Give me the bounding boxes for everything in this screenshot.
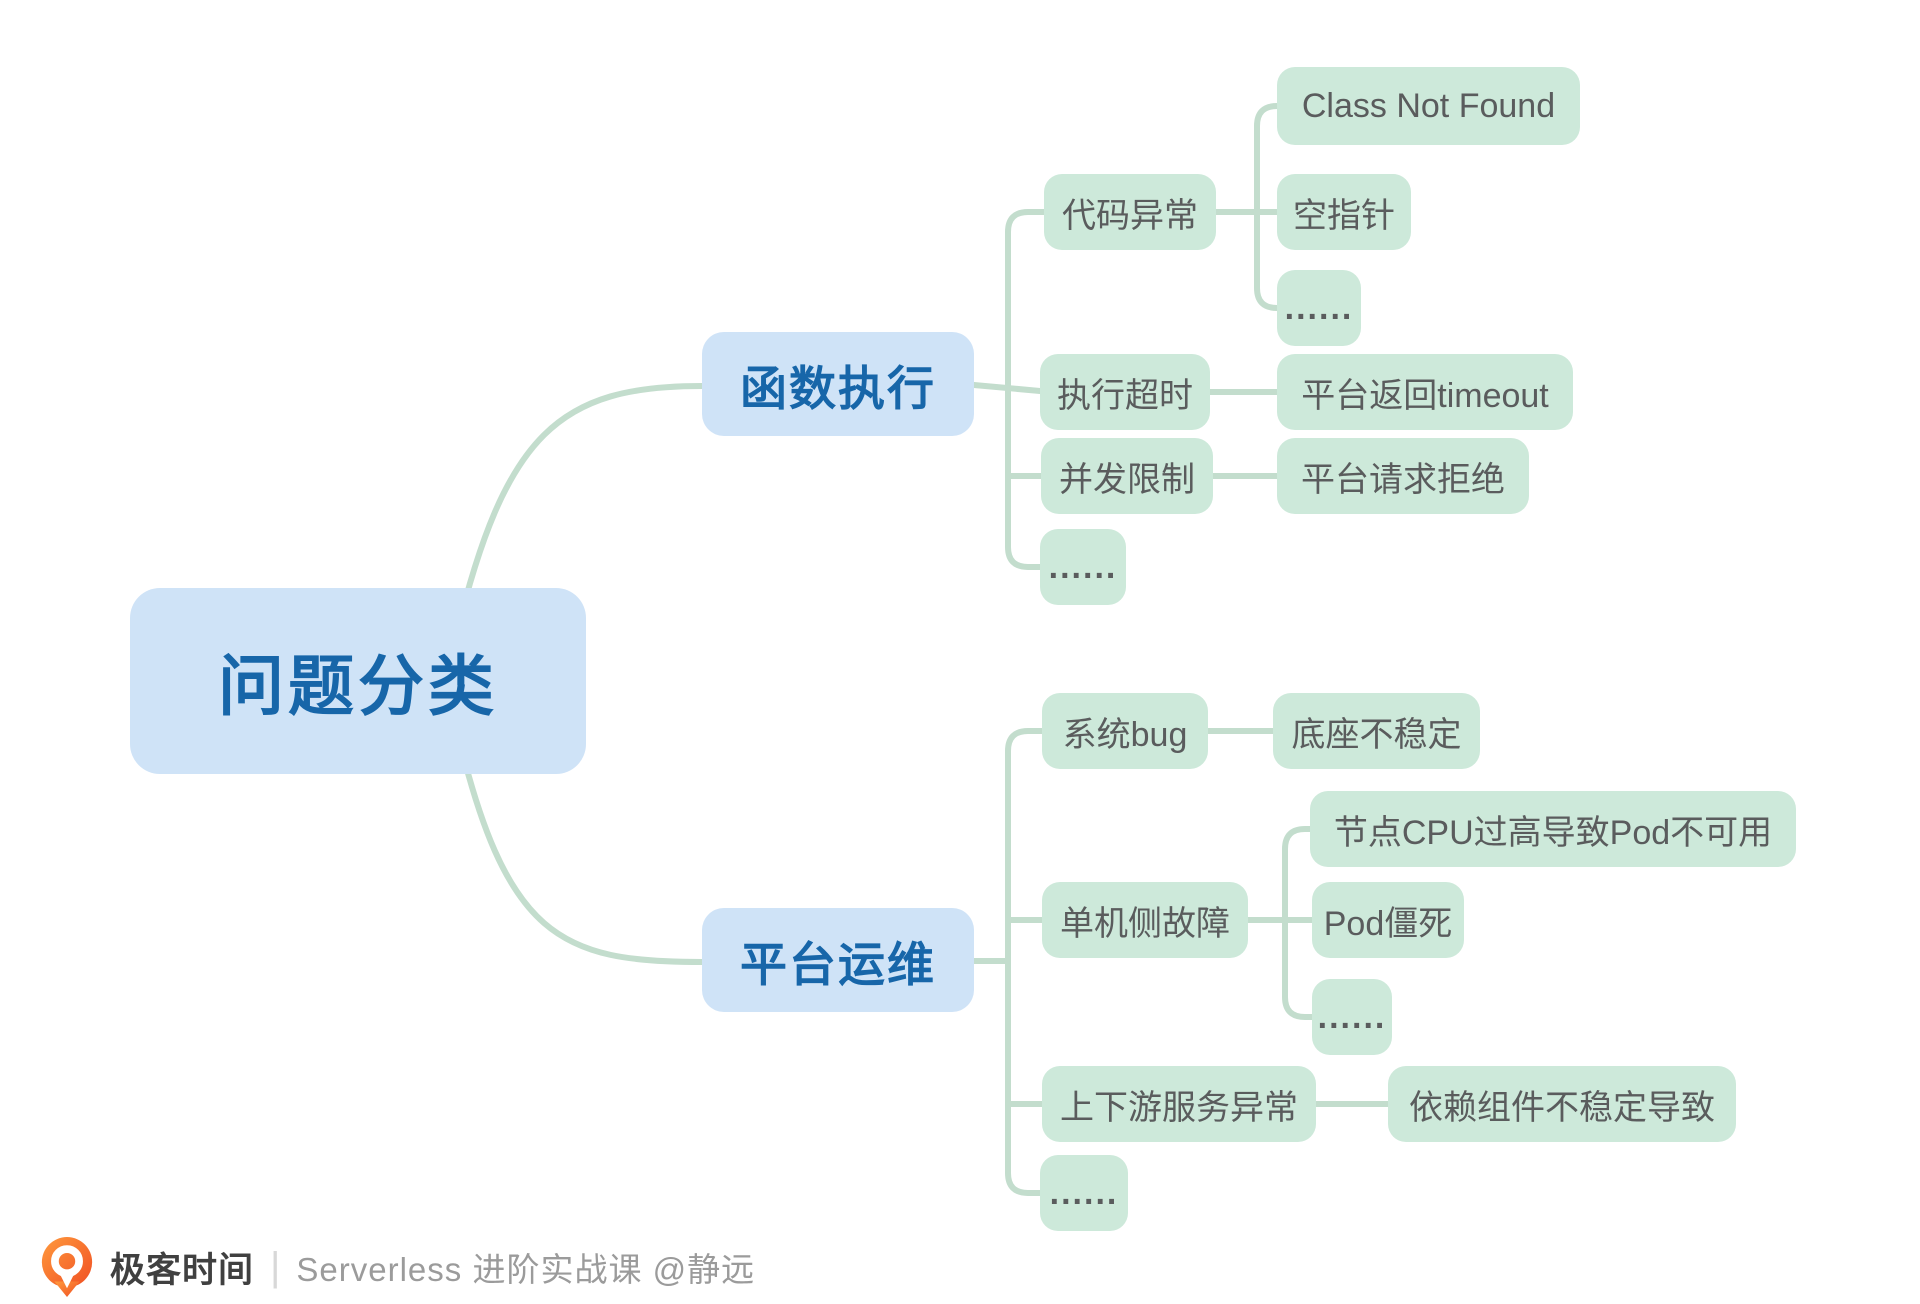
footer-separator: | [270, 1244, 281, 1289]
connector-trunk-platform-ops [1005, 728, 1047, 1196]
node-concurrency-limit: 并发限制 [1041, 438, 1213, 514]
geektime-logo-icon [41, 1237, 93, 1297]
node-ellipsis-code-exception: ...... [1277, 270, 1361, 346]
node-problem-classification: 问题分类 [130, 588, 586, 774]
node-ellipsis-function-execution: ...... [1040, 529, 1126, 605]
node-pod-zombie: Pod僵死 [1312, 882, 1464, 958]
connector-trunk-code-exception [1254, 103, 1282, 311]
node-exec-timeout: 执行超时 [1040, 354, 1210, 430]
node-ellipsis-single-machine: ...... [1312, 979, 1392, 1055]
connector-trunk-single-machine-fault [1282, 826, 1316, 1020]
node-platform-request-rejected: 平台请求拒绝 [1277, 438, 1529, 514]
connector-root-to-function-execution [452, 383, 705, 643]
footer-watermark: 极客时间 | Serverless 进阶实战课 @静远 [38, 1236, 755, 1298]
node-null-pointer: 空指针 [1277, 174, 1411, 250]
node-single-machine-fault: 单机侧故障 [1042, 882, 1248, 958]
node-class-not-found: Class Not Found [1277, 67, 1580, 145]
footer-course-label: Serverless 进阶实战课 @静远 [296, 1251, 756, 1288]
node-function-execution: 函数执行 [702, 332, 974, 436]
connector-root-to-platform-ops [452, 719, 705, 965]
node-base-unstable: 底座不稳定 [1273, 693, 1480, 769]
node-platform-returns-timeout: 平台返回timeout [1277, 354, 1573, 430]
footer-brand-label: 极客时间 [110, 1250, 255, 1290]
node-ellipsis-platform-ops: ...... [1040, 1155, 1128, 1231]
node-node-cpu-high-pod-unavailable: 节点CPU过高导致Pod不可用 [1310, 791, 1796, 867]
node-system-bug: 系统bug [1042, 693, 1208, 769]
node-code-exception: 代码异常 [1044, 174, 1216, 250]
node-updown-stream-service-error: 上下游服务异常 [1042, 1066, 1316, 1142]
node-platform-ops: 平台运维 [702, 908, 974, 1012]
node-dependency-component-unstable: 依赖组件不稳定导致 [1388, 1066, 1736, 1142]
connector-trunk-function-execution [1005, 209, 1047, 570]
